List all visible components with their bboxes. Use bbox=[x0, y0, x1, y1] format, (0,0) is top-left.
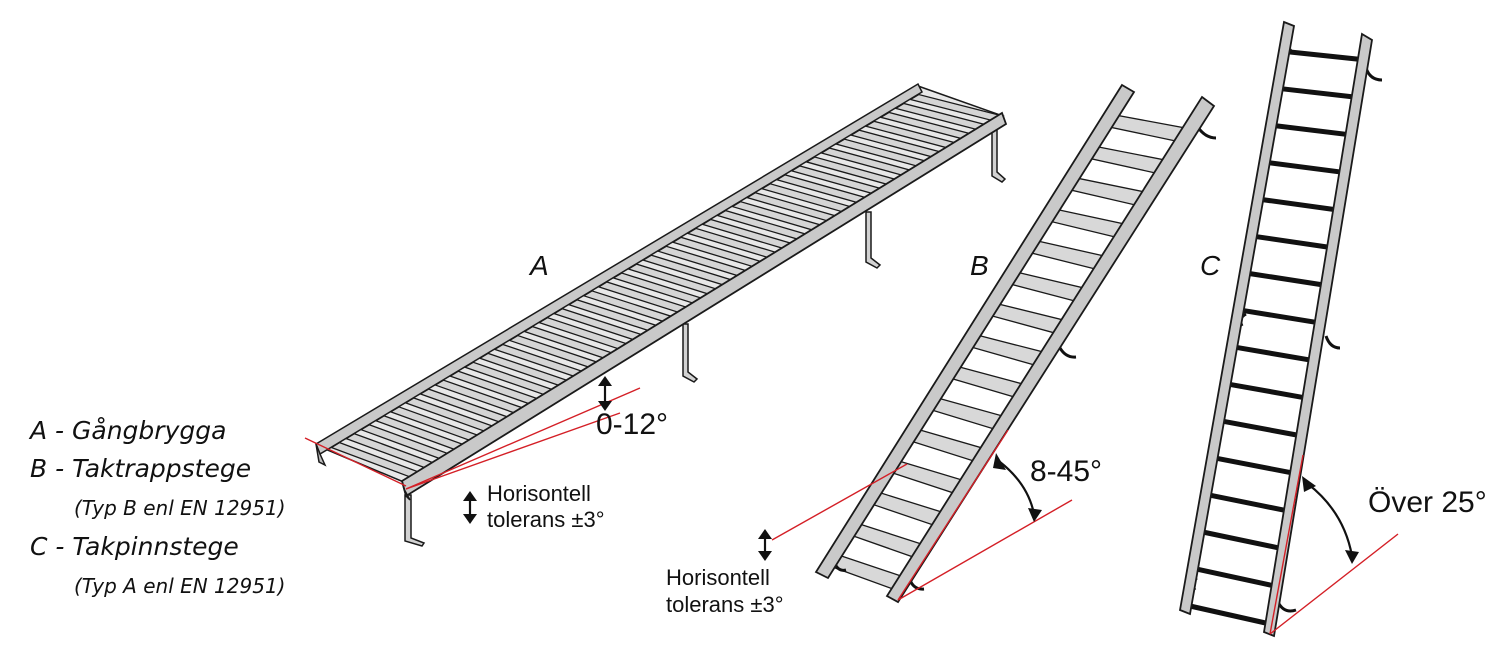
ladder-angle-arc bbox=[1307, 483, 1354, 557]
stair-left-rail bbox=[814, 83, 1136, 580]
ladder-rung bbox=[1214, 455, 1299, 477]
ladder-rung bbox=[1234, 344, 1318, 364]
ladder-reference-lines bbox=[1269, 454, 1399, 635]
walkway-tolerance-arrow bbox=[463, 491, 477, 524]
legend-c: C - Takpinnstege bbox=[30, 532, 239, 561]
walkway-back-rail bbox=[315, 82, 923, 456]
stair-right-rail bbox=[885, 95, 1216, 604]
legend-a: A - Gångbrygga bbox=[30, 416, 227, 445]
label-b: B bbox=[970, 250, 989, 281]
tolerance-b-line2: tolerans ±3° bbox=[666, 592, 784, 617]
stair-reference-lines bbox=[771, 429, 1073, 601]
tolerance-a-line1: Horisontell bbox=[487, 481, 591, 506]
ladder-rung bbox=[1240, 308, 1324, 326]
ladder-rung bbox=[1200, 529, 1286, 552]
ladder-rung bbox=[1267, 160, 1350, 176]
label-a: A bbox=[530, 250, 549, 281]
ladder-rung bbox=[1194, 566, 1279, 589]
walkway-end-cap-front bbox=[401, 480, 411, 501]
label-c: C bbox=[1200, 250, 1221, 281]
ladder-rung bbox=[1187, 603, 1273, 627]
walkway-angle-arrow bbox=[598, 376, 612, 411]
ladder-rung bbox=[1247, 271, 1331, 289]
stair-steps bbox=[831, 114, 1195, 594]
walkway-support-legs bbox=[404, 126, 1007, 547]
ladder-rung bbox=[1280, 86, 1363, 101]
angle-c-label: Över 25° bbox=[1368, 486, 1487, 519]
walkway-a bbox=[304, 82, 1008, 547]
rung-ladder-c bbox=[1178, 20, 1399, 638]
angle-a-label: 0-12° bbox=[596, 408, 669, 441]
walkway-slats bbox=[329, 93, 1003, 479]
stair-angle-arc bbox=[999, 461, 1036, 515]
stair-tolerance-arrow bbox=[758, 529, 772, 561]
ladder-rung bbox=[1287, 49, 1369, 63]
walkway-end-cap bbox=[315, 443, 327, 467]
ladder-rung bbox=[1220, 418, 1305, 439]
ladder-rung bbox=[1207, 492, 1292, 514]
legend-b: B - Taktrappstege bbox=[30, 454, 252, 483]
ladder-rung bbox=[1260, 197, 1343, 213]
legend-c-note: (Typ A enl EN 12951) bbox=[74, 574, 286, 598]
stair-ladder-b bbox=[771, 83, 1217, 604]
legend-b-note: (Typ B enl EN 12951) bbox=[74, 496, 286, 520]
ladder-rung bbox=[1254, 234, 1337, 251]
tolerance-b-line1: Horisontell bbox=[666, 565, 770, 590]
ladder-rungs bbox=[1187, 49, 1369, 627]
ladder-rung bbox=[1274, 123, 1356, 138]
ladder-rung bbox=[1227, 381, 1311, 401]
angle-b-label: 8-45° bbox=[1030, 455, 1103, 488]
ladder-left-rail bbox=[1178, 20, 1296, 616]
tolerance-a-line2: tolerans ±3° bbox=[487, 507, 605, 532]
ladder-right-rail bbox=[1262, 32, 1373, 638]
